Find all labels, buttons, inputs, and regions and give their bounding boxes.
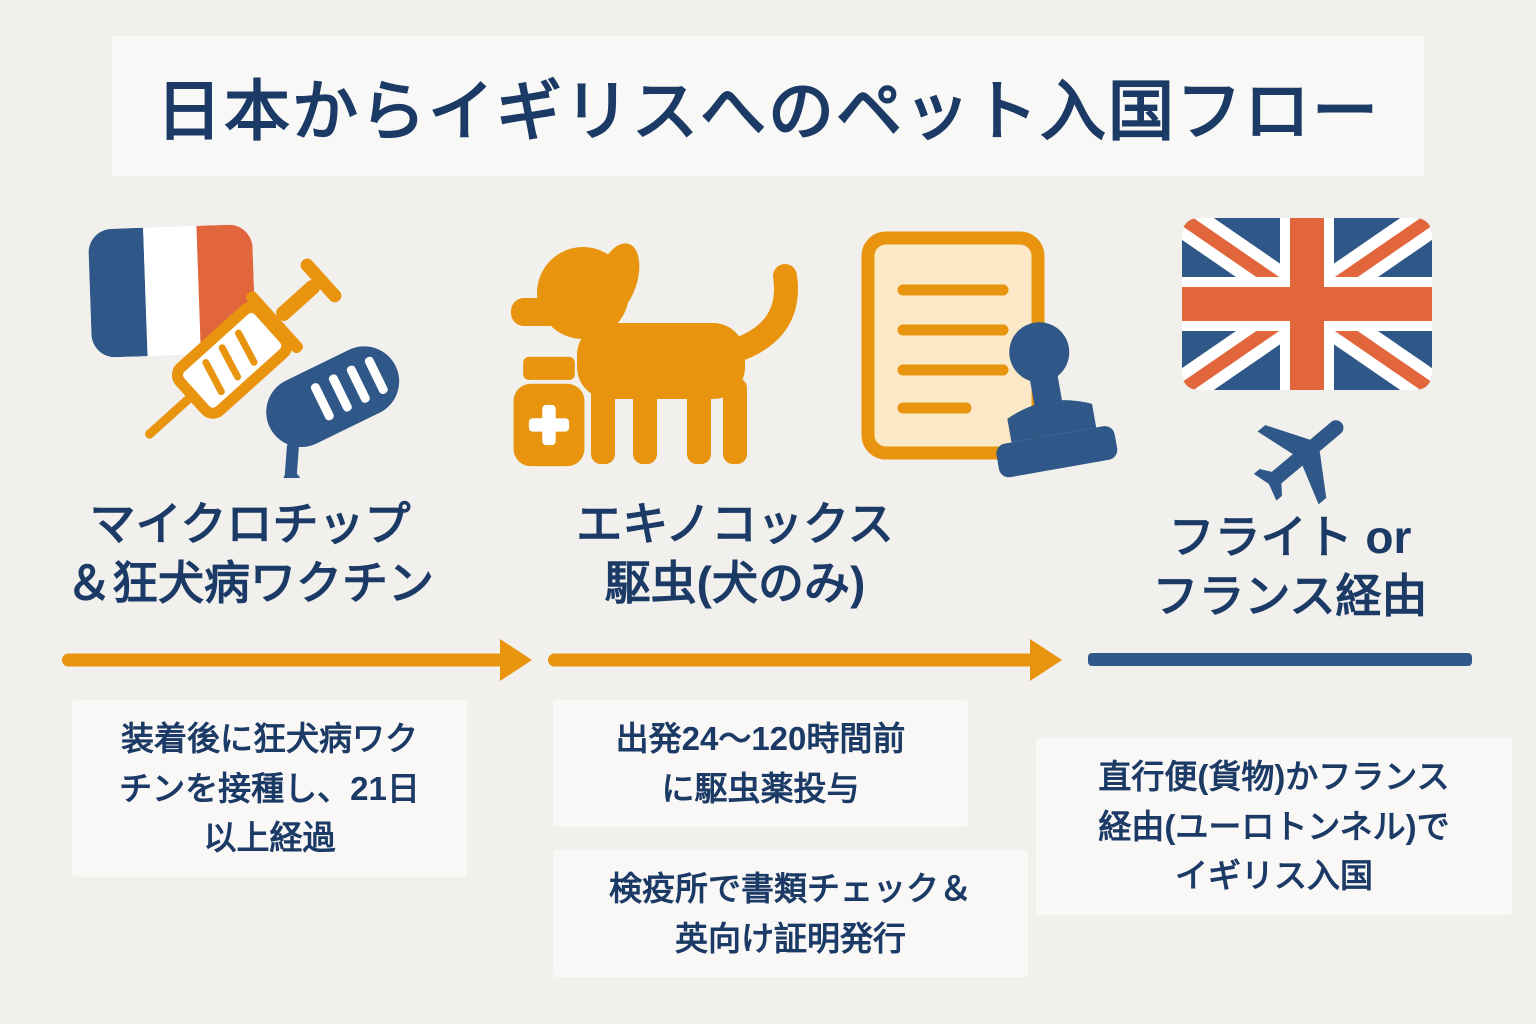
arrow-shaft: [62, 653, 508, 667]
step2-note: 出発24〜120時間前 に駆虫薬投与: [553, 700, 968, 827]
arrow-step1-icon: [62, 638, 532, 682]
arrow-shaft: [548, 653, 1038, 667]
uk-flag-icon: [1182, 218, 1432, 390]
document-icon: [861, 231, 1045, 460]
step3-label: フライト or フランス経由: [1152, 511, 1428, 622]
microchip-icon: [266, 346, 400, 478]
step2-note-2: 検疫所で書類チェック＆ 英向け証明発行: [553, 850, 1028, 977]
france-flag-icon: [87, 223, 257, 359]
dog-icon: [511, 243, 798, 464]
arrow-head: [500, 639, 532, 681]
arrow-head: [1030, 639, 1062, 681]
step3-note: 直行便(貨物)かフランス 経由(ユーロトンネル)で イギリス入国: [1036, 738, 1512, 915]
syringe-icon: [144, 258, 342, 439]
step3-underline: [1088, 653, 1472, 666]
page-title: 日本からイギリスへのペット入国フロー: [112, 36, 1424, 176]
airplane-icon: [1253, 420, 1344, 505]
step2-label: エキノコックス 駆虫(犬のみ): [576, 498, 894, 609]
medicine-bottle-icon: [513, 356, 585, 467]
step1-note: 装着後に狂犬病ワク チンを接種し、21日 以上経過: [72, 700, 467, 877]
stamp-icon: [996, 322, 1118, 478]
step1-label: マイクロチップ ＆狂犬病ワクチン: [66, 498, 434, 609]
arrow-step2-icon: [548, 638, 1062, 682]
